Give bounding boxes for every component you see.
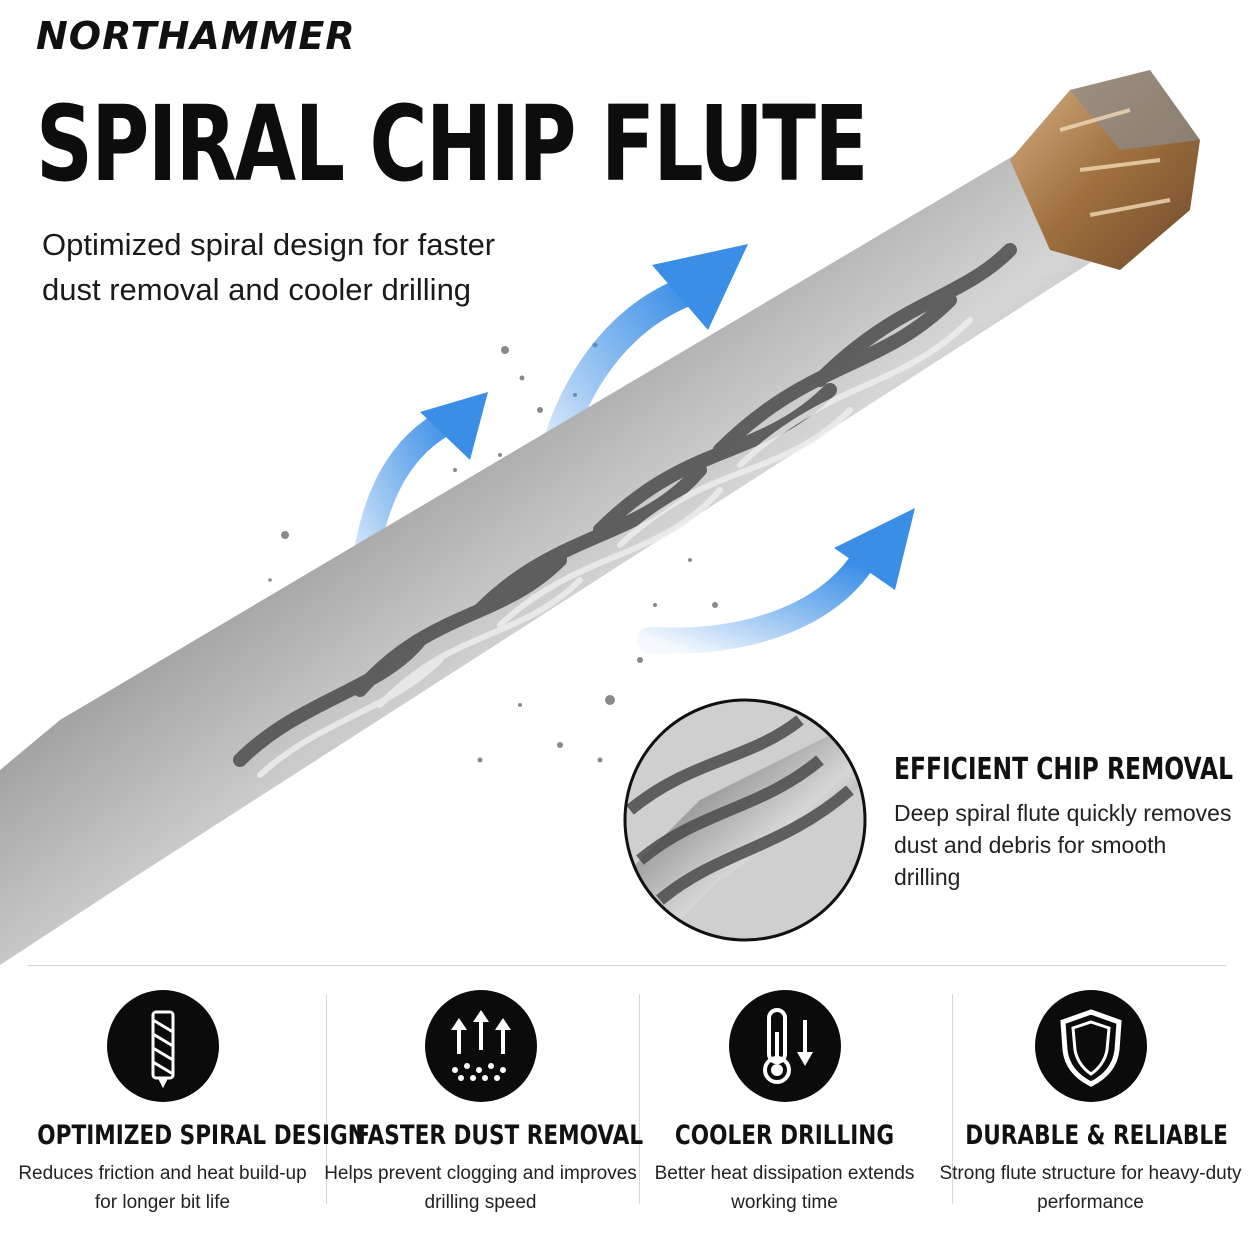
chip-removal-callout: EFFICIENT CHIP REMOVAL Deep spiral flute… — [894, 752, 1234, 893]
thermometer-icon — [728, 990, 841, 1102]
feature-text: Better heat dissipation extends working … — [654, 1163, 915, 1213]
feature-title: OPTIMIZED SPIRAL DESIGN — [37, 1120, 366, 1151]
feature-durable-reliable: DURABLE & RELIABLE Strong flute structur… — [934, 990, 1247, 1217]
dust-arrows-icon — [424, 990, 537, 1102]
feature-text: Reduces friction and heat build-up for l… — [18, 1163, 307, 1213]
feature-title: COOLER DRILLING — [674, 1120, 895, 1151]
drill-bit-illustration — [0, 70, 1200, 965]
zoom-inset — [625, 700, 865, 940]
callout-text: Deep spiral flute quickly removes dust a… — [894, 800, 1232, 890]
feature-cooler-drilling: COOLER DRILLING Better heat dissipation … — [628, 990, 941, 1217]
drill-bit-icon — [106, 990, 219, 1102]
feature-separator — [639, 994, 640, 1204]
feature-optimized-spiral: OPTIMIZED SPIRAL DESIGN Reduces friction… — [6, 990, 366, 1217]
feature-row: OPTIMIZED SPIRAL DESIGN Reduces friction… — [0, 990, 1254, 1220]
feature-separator — [952, 994, 953, 1204]
brand-logo: NORTHAMMER — [36, 14, 356, 58]
page-subtitle: Optimized spiral design for faster dust … — [42, 227, 496, 307]
feature-text: Strong flute structure for heavy-duty pe… — [939, 1163, 1242, 1213]
page-title: SPIRAL CHIP FLUTE — [36, 83, 869, 205]
feature-separator — [326, 994, 327, 1204]
feature-faster-dust: FASTER DUST REMOVAL Helps prevent cloggi… — [324, 990, 644, 1217]
section-divider — [28, 965, 1226, 966]
feature-title: DURABLE & RELIABLE — [965, 1120, 1228, 1151]
feature-title: FASTER DUST REMOVAL — [355, 1120, 644, 1151]
drill-bit — [0, 70, 1200, 965]
feature-text: Helps prevent clogging and improves dril… — [324, 1163, 637, 1213]
callout-title: EFFICIENT CHIP REMOVAL — [894, 752, 1234, 787]
shield-icon — [1034, 990, 1147, 1102]
